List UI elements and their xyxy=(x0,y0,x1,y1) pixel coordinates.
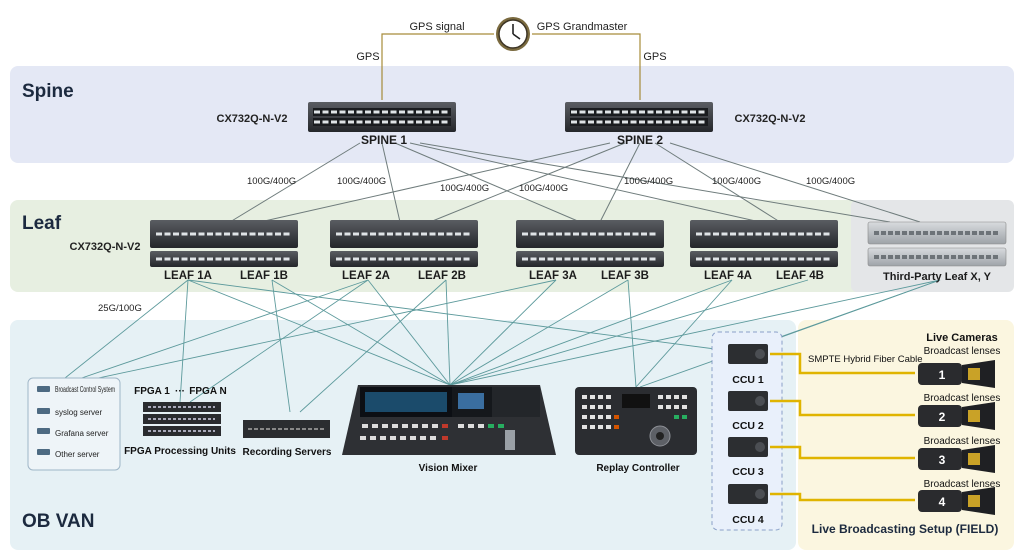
recording-servers-image xyxy=(243,420,330,438)
ccu-label: CCU 1 xyxy=(732,374,764,386)
lens-label: Broadcast lenses xyxy=(924,436,1001,447)
server-item: Grafana server xyxy=(55,429,109,438)
camera-number: 1 xyxy=(939,368,946,382)
server-item: Other server xyxy=(55,450,100,459)
leaf-label: LEAF 2B xyxy=(418,270,466,282)
leaf-2-switch-pair xyxy=(330,220,478,267)
link-labels: 100G/400G 100G/400G 100G/400G 100G/400G … xyxy=(247,176,855,194)
spine-zone-title: Spine xyxy=(22,81,74,102)
fpga-units-label: FPGA Processing Units xyxy=(124,446,236,457)
server-item: Broadcast Control System xyxy=(55,385,115,394)
ccu-label: CCU 3 xyxy=(732,466,764,478)
replay-controller-image xyxy=(575,387,697,455)
leaf-3-switch-pair xyxy=(516,220,664,267)
gps-clock-icon xyxy=(496,17,530,51)
live-cameras-title: Live Cameras xyxy=(926,332,998,344)
link-label: 100G/400G xyxy=(337,176,386,187)
camera-3-icon xyxy=(918,445,995,473)
link-label: 100G/400G xyxy=(624,176,673,187)
leaf-label: LEAF 1A xyxy=(164,270,212,282)
spine-left-model: CX732Q-N-V2 xyxy=(217,113,288,125)
spine-2-switch xyxy=(565,102,713,132)
ccu-panel xyxy=(711,331,783,531)
lens-label: Broadcast lenses xyxy=(924,393,1001,404)
camera-number: 2 xyxy=(939,410,946,424)
link-label: 100G/400G xyxy=(247,176,296,187)
gps-left-label: GPS xyxy=(356,51,379,63)
spine-zone xyxy=(10,66,1014,163)
smpte-fiber-cables xyxy=(770,352,915,502)
downlink-speed-label: 25G/100G xyxy=(98,303,142,314)
third-party-leaf-label: Third-Party Leaf X, Y xyxy=(883,271,992,283)
leaf-zone-title: Leaf xyxy=(22,213,62,234)
ccu-label: CCU 2 xyxy=(732,420,764,432)
fpga-units-image xyxy=(143,402,221,436)
ccu-label: CCU 4 xyxy=(732,514,764,526)
fpga-n-label: FPGA N xyxy=(189,386,226,397)
server-icon xyxy=(37,386,50,455)
third-party-switch-pair xyxy=(867,221,1007,267)
vision-mixer-label: Vision Mixer xyxy=(419,463,478,474)
link-label: 100G/400G xyxy=(712,176,761,187)
spine-1-switch xyxy=(308,102,456,132)
leaf-4-switch-pair xyxy=(690,220,838,267)
leaf-1-switch-pair xyxy=(150,220,298,267)
server-item: syslog server xyxy=(55,408,102,417)
ccu-devices xyxy=(728,344,768,504)
leaf-model-label: CX732Q-N-V2 xyxy=(70,241,141,253)
fpga-dots: ··· xyxy=(175,386,185,397)
spine-2-label: SPINE 2 xyxy=(617,133,663,147)
link-label: 100G/400G xyxy=(519,183,568,194)
replay-controller-label: Replay Controller xyxy=(596,463,679,474)
recording-servers-label: Recording Servers xyxy=(243,447,332,458)
lens-label: Broadcast lenses xyxy=(924,479,1001,490)
camera-1-icon xyxy=(918,360,995,388)
server-list-panel xyxy=(27,377,121,471)
field-zone-title: Live Broadcasting Setup (FIELD) xyxy=(812,522,999,536)
spine-leaf-links xyxy=(229,142,921,223)
vision-mixer-image xyxy=(342,385,556,455)
link-label: 100G/400G xyxy=(440,183,489,194)
fpga-1-label: FPGA 1 xyxy=(134,386,170,397)
leaf-label: LEAF 3B xyxy=(601,270,649,282)
spine-1-label: SPINE 1 xyxy=(361,133,407,147)
camera-number: 4 xyxy=(939,495,946,509)
link-label: 100G/400G xyxy=(806,176,855,187)
gps-right-label: GPS xyxy=(643,51,666,63)
obvan-zone-title: OB VAN xyxy=(22,511,94,532)
gps-grandmaster-label: GPS Grandmaster xyxy=(537,21,628,33)
gps-signal-label: GPS signal xyxy=(409,21,464,33)
leaf-label: LEAF 4A xyxy=(704,270,752,282)
spine-right-model: CX732Q-N-V2 xyxy=(735,113,806,125)
camera-number: 3 xyxy=(939,453,946,467)
camera-2-icon xyxy=(918,402,995,430)
leaf-label: LEAF 1B xyxy=(240,270,288,282)
leaf-downlinks xyxy=(59,279,941,413)
leaf-label: LEAF 2A xyxy=(342,270,390,282)
camera-4-icon xyxy=(918,487,995,515)
gps-lines xyxy=(381,33,641,100)
smpte-cable-label: SMPTE Hybrid Fiber Cable xyxy=(808,354,923,365)
lens-label: Broadcast lenses xyxy=(924,346,1001,357)
leaf-label: LEAF 4B xyxy=(776,270,824,282)
leaf-label: LEAF 3A xyxy=(529,270,577,282)
